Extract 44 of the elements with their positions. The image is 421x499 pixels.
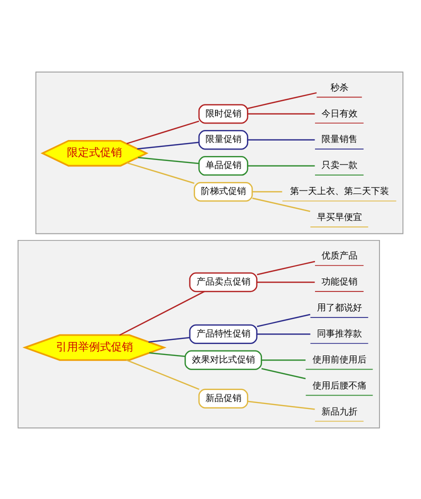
node-text: 使用前使用后 [312, 354, 366, 365]
connector [247, 92, 317, 109]
node-box: 产品卖点促销 [189, 272, 258, 292]
connector [256, 260, 316, 275]
node-text: 限量销售 [321, 134, 358, 145]
node-text: 使用后腰不痛 [312, 380, 366, 391]
connector [262, 359, 306, 360]
connector [119, 290, 205, 336]
connector [256, 333, 310, 334]
node-text: 第一天上衣、第二天下装 [290, 186, 389, 197]
node-text: 用了都说好 [316, 302, 362, 314]
connector [248, 400, 315, 410]
node-text: 秒杀 [330, 82, 348, 93]
cluster [18, 239, 380, 428]
node-text: 只卖一款 [321, 160, 358, 171]
connector [256, 313, 310, 327]
connector [252, 190, 282, 192]
cluster [35, 71, 404, 234]
connector [248, 138, 315, 140]
node-box: 限量促销 [198, 130, 248, 150]
connector [149, 352, 186, 357]
connector [126, 162, 194, 184]
connector [248, 164, 315, 166]
node-text: 新品九折 [321, 406, 358, 417]
connector [137, 141, 199, 149]
connector [126, 358, 200, 390]
connector [261, 368, 306, 379]
node-box: 效果对比式促销 [184, 350, 262, 370]
connector [248, 112, 315, 114]
node-box: 产品特性促销 [189, 324, 258, 344]
connector [138, 156, 200, 164]
connector [148, 336, 190, 342]
node-text: 优质产品 [321, 250, 358, 262]
connector [252, 197, 310, 212]
node-box: 阶梯式促销 [194, 181, 253, 202]
node-text: 早买早便宜 [316, 212, 362, 223]
connector [126, 120, 200, 144]
connector [256, 281, 315, 282]
node-box: 限时促销 [198, 104, 248, 124]
node-box: 单品促销 [198, 156, 248, 176]
node-text: 今日有效 [321, 108, 358, 119]
node-text: 同事推荐款 [316, 328, 362, 340]
node-text: 功能促销 [321, 276, 358, 288]
node-box: 新品促销 [198, 388, 248, 408]
